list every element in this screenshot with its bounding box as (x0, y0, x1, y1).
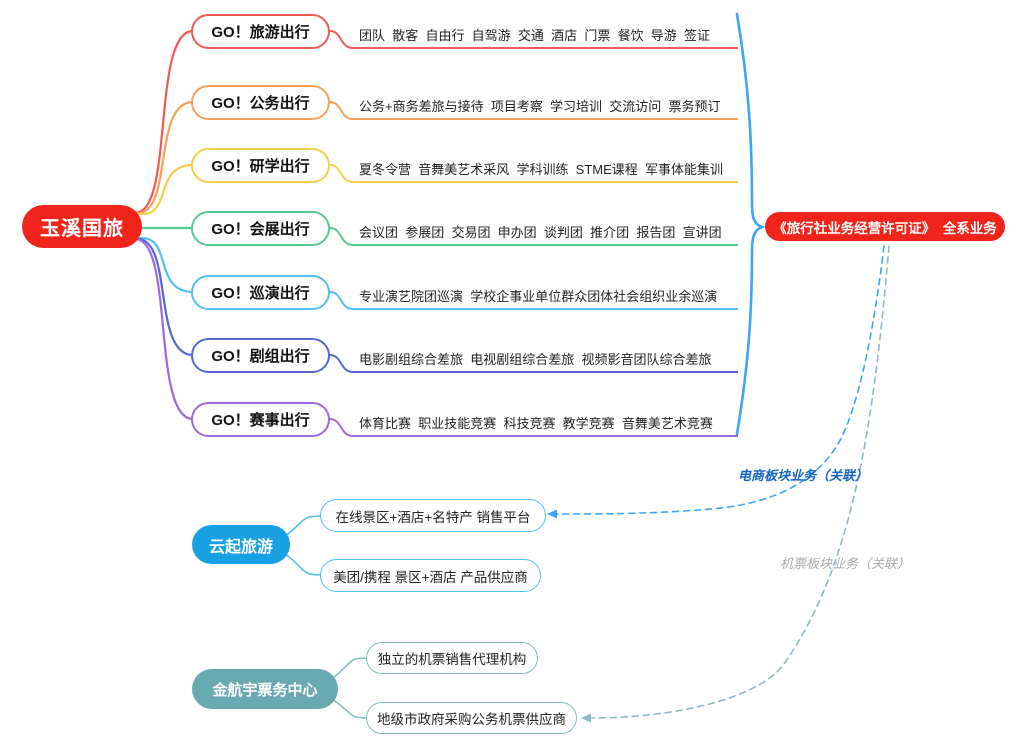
ecommerce-child-supplier[interactable]: 美团/携程 景区+酒店 产品供应商 (320, 559, 541, 592)
license-topic[interactable]: 《旅行社业务经营许可证》 全系业务 (765, 212, 1005, 241)
relationship-label-ticketing[interactable]: 机票板块业务（关联） (780, 556, 911, 571)
ecommerce-topic[interactable]: 云起旅游 (192, 525, 290, 564)
branch-topic-convention[interactable]: GO！会展出行 (191, 211, 330, 246)
root-topic[interactable]: 玉溪国旅 (22, 205, 142, 248)
branch-topic-tour-performance[interactable]: GO！巡演出行 (191, 275, 330, 310)
branch-detail-film-crew[interactable]: 电影剧组综合差旅 电视剧组综合差旅 视频影音团队综合差旅 (352, 347, 738, 373)
relationship-label-ecommerce[interactable]: 电商板块业务（关联） (738, 468, 869, 483)
branch-topic-film-crew[interactable]: GO！剧组出行 (191, 338, 330, 373)
branch-detail-tour-performance[interactable]: 专业演艺院团巡演 学校企事业单位群众团体社会组织业余巡演 (352, 284, 738, 310)
ticketing-child-government[interactable]: 地级市政府采购公务机票供应商 (366, 702, 577, 734)
branch-topic-travel[interactable]: GO！旅游出行 (191, 14, 330, 49)
branch-topic-business[interactable]: GO！公务出行 (191, 85, 330, 120)
branch-topic-sports-events[interactable]: GO！赛事出行 (191, 402, 330, 437)
branch-topic-study[interactable]: GO！研学出行 (191, 148, 330, 183)
ticketing-topic[interactable]: 金航宇票务中心 (192, 669, 338, 709)
branch-detail-business[interactable]: 公务+商务差旅与接待 项目考察 学习培训 交流访问 票务预订 (352, 94, 738, 120)
branch-detail-sports-events[interactable]: 体育比赛 职业技能竞赛 科技竞赛 教学竞赛 音舞美艺术竞赛 (352, 411, 738, 437)
ticketing-child-agency[interactable]: 独立的机票销售代理机构 (366, 642, 538, 674)
ecommerce-child-platform[interactable]: 在线景区+酒店+名特产 销售平台 (320, 499, 546, 532)
branch-detail-study[interactable]: 夏冬令营 音舞美艺术采风 学科训练 STME课程 军事体能集训 (352, 157, 738, 183)
branch-detail-convention[interactable]: 会议团 参展团 交易团 申办团 谈判团 推介团 报告团 宣讲团 (352, 220, 738, 246)
branch-detail-travel[interactable]: 团队 散客 自由行 自驾游 交通 酒店 门票 餐饮 导游 签证 (352, 23, 738, 49)
